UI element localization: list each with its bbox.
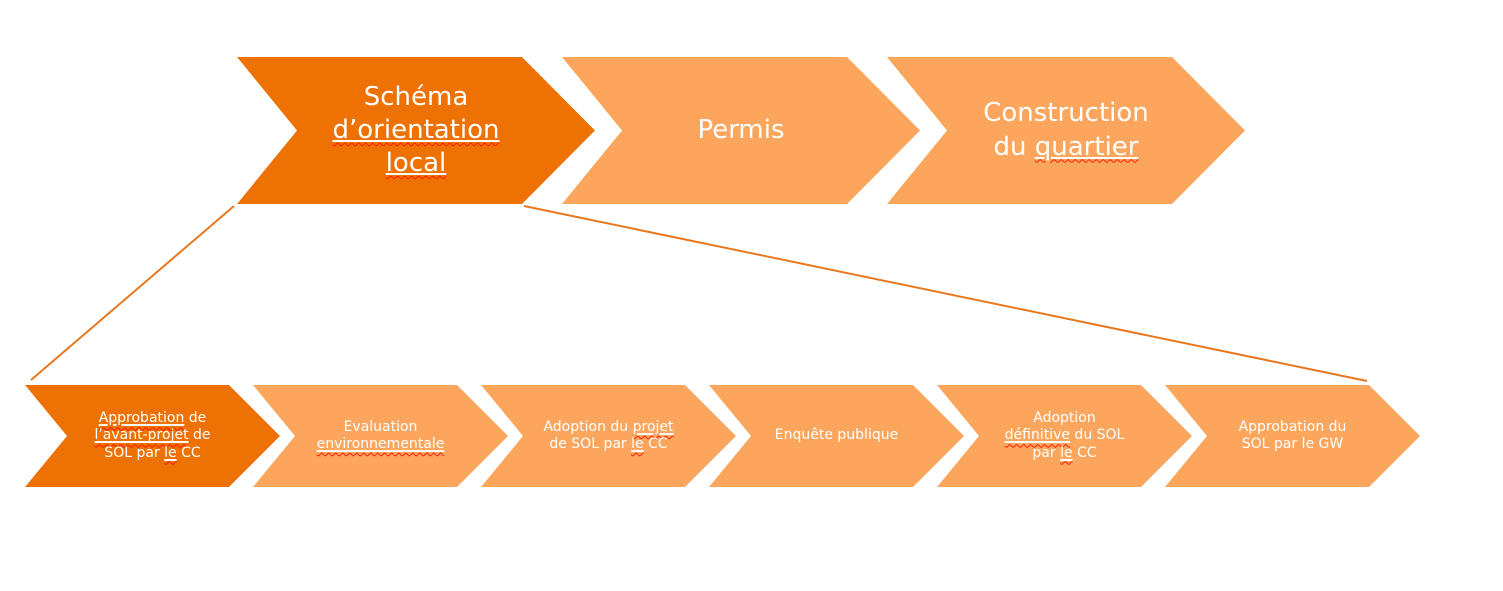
step-label: Evaluation environnementale — [316, 418, 445, 452]
step-label: Adoption du projet de SOL par le CC — [543, 418, 674, 452]
misspelled-word: local — [385, 148, 447, 178]
step-label: Enquête publique — [774, 427, 899, 444]
misspelled-word: environnementale — [316, 436, 445, 452]
step-evaluation-environnementale: Evaluation environnementale — [253, 385, 508, 487]
step-construction-du-quartier: Construction du quartier — [887, 57, 1245, 204]
step-label: Construction du quartier — [983, 98, 1149, 162]
step-approbation-sol-gw: Approbation du SOL par le GW — [1165, 385, 1420, 487]
misspelled-word: définitive — [1004, 427, 1070, 444]
step-label: Approbation du SOL par le GW — [1238, 418, 1347, 452]
step-label: Schéma d’orientation local — [332, 81, 500, 178]
misspelled-word: l’avant-projet — [94, 427, 189, 444]
misspelled-word: le — [631, 436, 644, 452]
misspelled-word: le — [164, 444, 177, 461]
step-approbation-avant-projet-sol-cc: Approbation de l’avant-projet de SOL par… — [25, 385, 280, 487]
step-label: Permis — [697, 114, 785, 145]
misspelled-word: projet — [632, 418, 674, 435]
misspelled-word: le — [1060, 444, 1073, 461]
misspelled-word: quartier — [1034, 131, 1139, 162]
misspelled-word: Approbation — [98, 410, 185, 427]
step-adoption-definitive-sol-cc: Adoption définitive du SOL par le CC — [937, 385, 1192, 487]
step-label: Approbation de l’avant-projet de SOL par… — [94, 410, 211, 461]
step-label: Adoption définitive du SOL par le CC — [1004, 410, 1125, 461]
step-enquete-publique: Enquête publique — [709, 385, 964, 487]
misspelled-word: d’orientation — [332, 114, 500, 145]
step-adoption-projet-sol-cc: Adoption du projet de SOL par le CC — [481, 385, 736, 487]
